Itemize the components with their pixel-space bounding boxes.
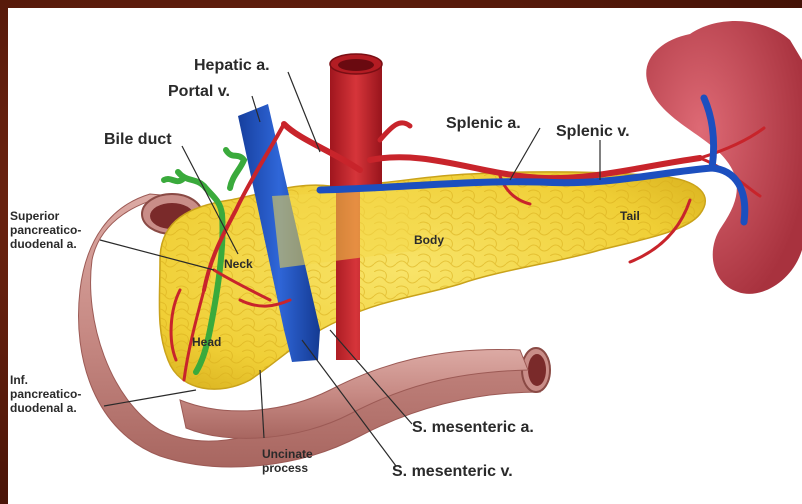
label-superior-line3: duodenal a. <box>10 237 77 251</box>
label-superior-line2: pancreatico- <box>10 223 81 237</box>
label-tail: Tail <box>620 209 640 223</box>
label-splenic-vein: Splenic v. <box>556 123 630 140</box>
label-body: Body <box>414 233 444 247</box>
label-superior-line1: Superior <box>10 209 60 223</box>
label-inferior-line3: duodenal a. <box>10 401 77 415</box>
label-uncinate-line1: Uncinate <box>262 447 313 461</box>
label-portal-vein: Portal v. <box>168 83 230 100</box>
label-splenic-artery: Splenic a. <box>446 115 521 132</box>
label-superior-mesenteric-artery: S. mesenteric a. <box>412 419 534 436</box>
spleen <box>646 21 802 294</box>
label-inferior-line2: pancreatico- <box>10 387 81 401</box>
label-uncinate-line2: process <box>262 461 308 475</box>
label-hepatic-artery: Hepatic a. <box>194 57 270 74</box>
label-head: Head <box>192 335 221 349</box>
label-neck: Neck <box>224 257 253 271</box>
label-inferior-line1: Inf. <box>10 373 28 387</box>
label-superior-mesenteric-vein: S. mesenteric v. <box>392 463 513 480</box>
label-bile-duct: Bile duct <box>104 131 172 148</box>
